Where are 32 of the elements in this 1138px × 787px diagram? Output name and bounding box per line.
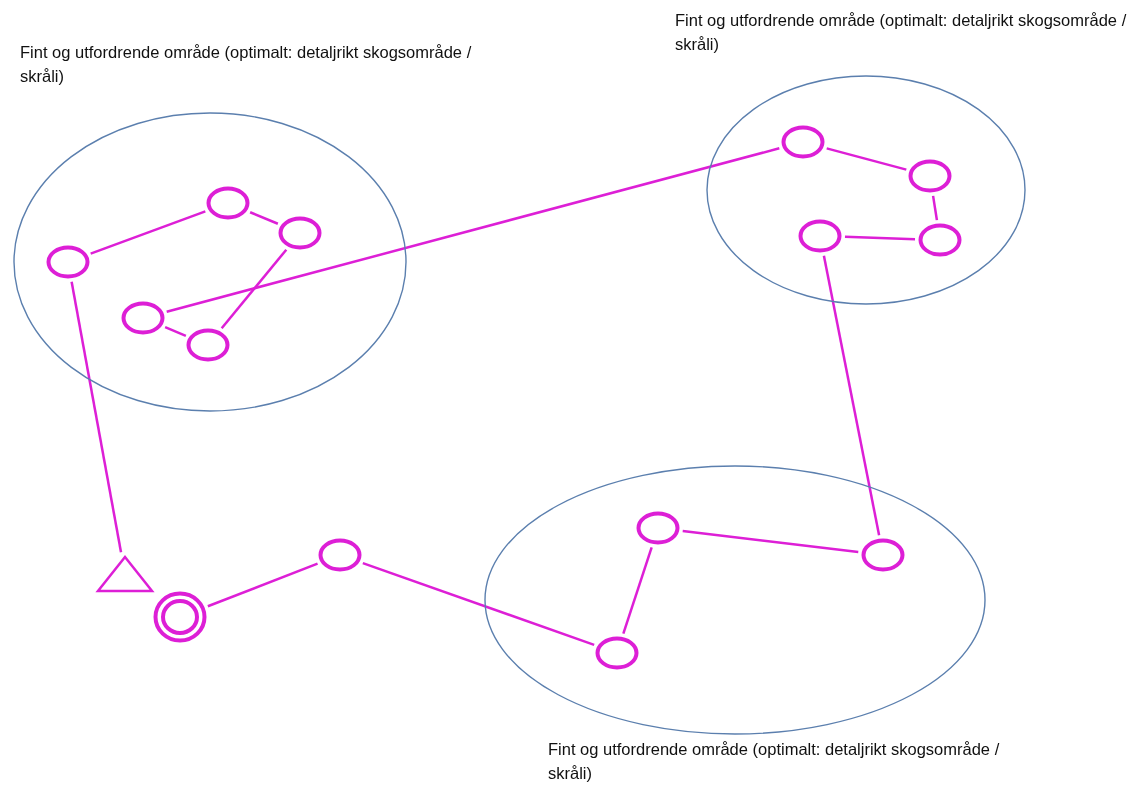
control-circle: [186, 328, 230, 362]
control-circle: [798, 219, 842, 253]
area-label: Fint og utfordrende område (optimalt: detaljrikt skogsområde / skråli): [20, 42, 473, 87]
course-line: [362, 561, 595, 647]
course-line: [90, 210, 206, 255]
control-circle: [595, 636, 639, 670]
course-line: [826, 147, 907, 171]
control-circle: [781, 125, 825, 159]
area-label: Fint og utfordrende område (optimalt: detaljrikt skogsområde / skråli): [675, 10, 1128, 55]
course-line: [70, 281, 123, 553]
course-line: [844, 235, 916, 241]
course-line: [822, 255, 881, 536]
control-circle: [636, 511, 680, 545]
course-line: [249, 211, 279, 225]
course-line: [622, 546, 653, 635]
control-circle: [861, 538, 905, 572]
control-circle: [908, 159, 952, 193]
finish-double-circle: [153, 591, 207, 643]
control-circle: [206, 186, 250, 220]
course-line: [166, 147, 780, 313]
course-line: [207, 562, 318, 608]
control-circle: [278, 216, 322, 250]
start-triangle: [96, 555, 154, 593]
course-line: [164, 326, 187, 337]
control-circle: [121, 301, 165, 335]
area-label: Fint og utfordrende område (optimalt: detaljrikt skogsområde / skråli): [548, 739, 1001, 784]
control-circle: [46, 245, 90, 279]
course-line: [682, 529, 859, 554]
course-line: [931, 195, 939, 221]
control-circle: [318, 538, 362, 572]
course-line: [220, 248, 288, 330]
control-circle: [918, 223, 962, 257]
